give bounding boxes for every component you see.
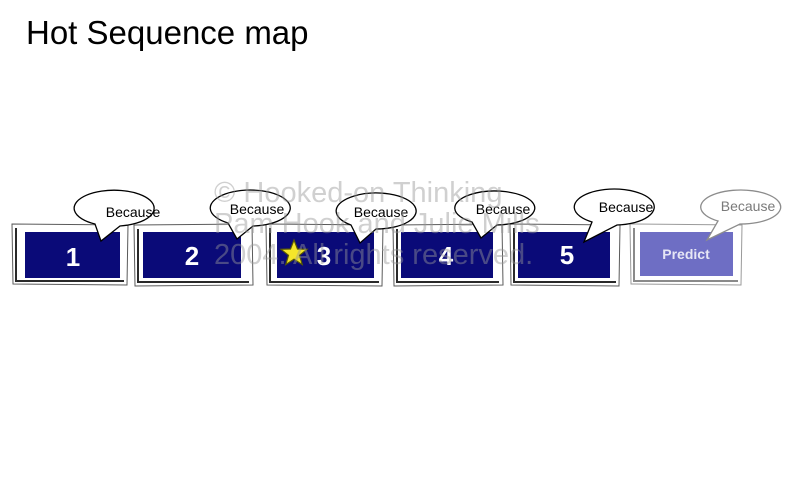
because-bubble-4: Because (454, 190, 536, 239)
because-bubble-5: Because (573, 188, 655, 244)
step-frame-4: 4 (392, 223, 504, 287)
svg-text:Because: Because (721, 198, 776, 214)
page-title: Hot Sequence map (26, 14, 309, 51)
because-bubble-predict: Because (700, 189, 782, 242)
predict-label: Predict (662, 246, 710, 262)
step-label-3: 3 (317, 241, 331, 271)
because-bubble-2: Because (209, 189, 291, 240)
predict-box (640, 232, 733, 276)
svg-text:Because: Because (354, 204, 409, 220)
step-label-5: 5 (560, 240, 574, 270)
svg-text:Because: Because (599, 199, 654, 215)
step-box-2 (143, 232, 241, 278)
step-box-1 (25, 232, 120, 278)
step-label-1: 1 (66, 242, 80, 272)
step-box-5 (518, 232, 610, 278)
because-bubble-3: Because (335, 192, 417, 245)
step-frame-1: 1 (11, 223, 129, 286)
star-icon (279, 238, 309, 266)
step-frame-5: 5 (509, 223, 621, 287)
step-box-4 (401, 232, 493, 278)
step-label-4: 4 (439, 241, 454, 271)
svg-text:Because: Because (476, 201, 531, 217)
because-bubble-1: Because (73, 189, 161, 243)
predict-frame: Predict (629, 223, 743, 286)
svg-text:Because: Because (230, 201, 285, 217)
step-frame-2: 2 (133, 223, 254, 287)
svg-text:Because: Because (106, 204, 161, 220)
step-label-2: 2 (185, 241, 199, 271)
